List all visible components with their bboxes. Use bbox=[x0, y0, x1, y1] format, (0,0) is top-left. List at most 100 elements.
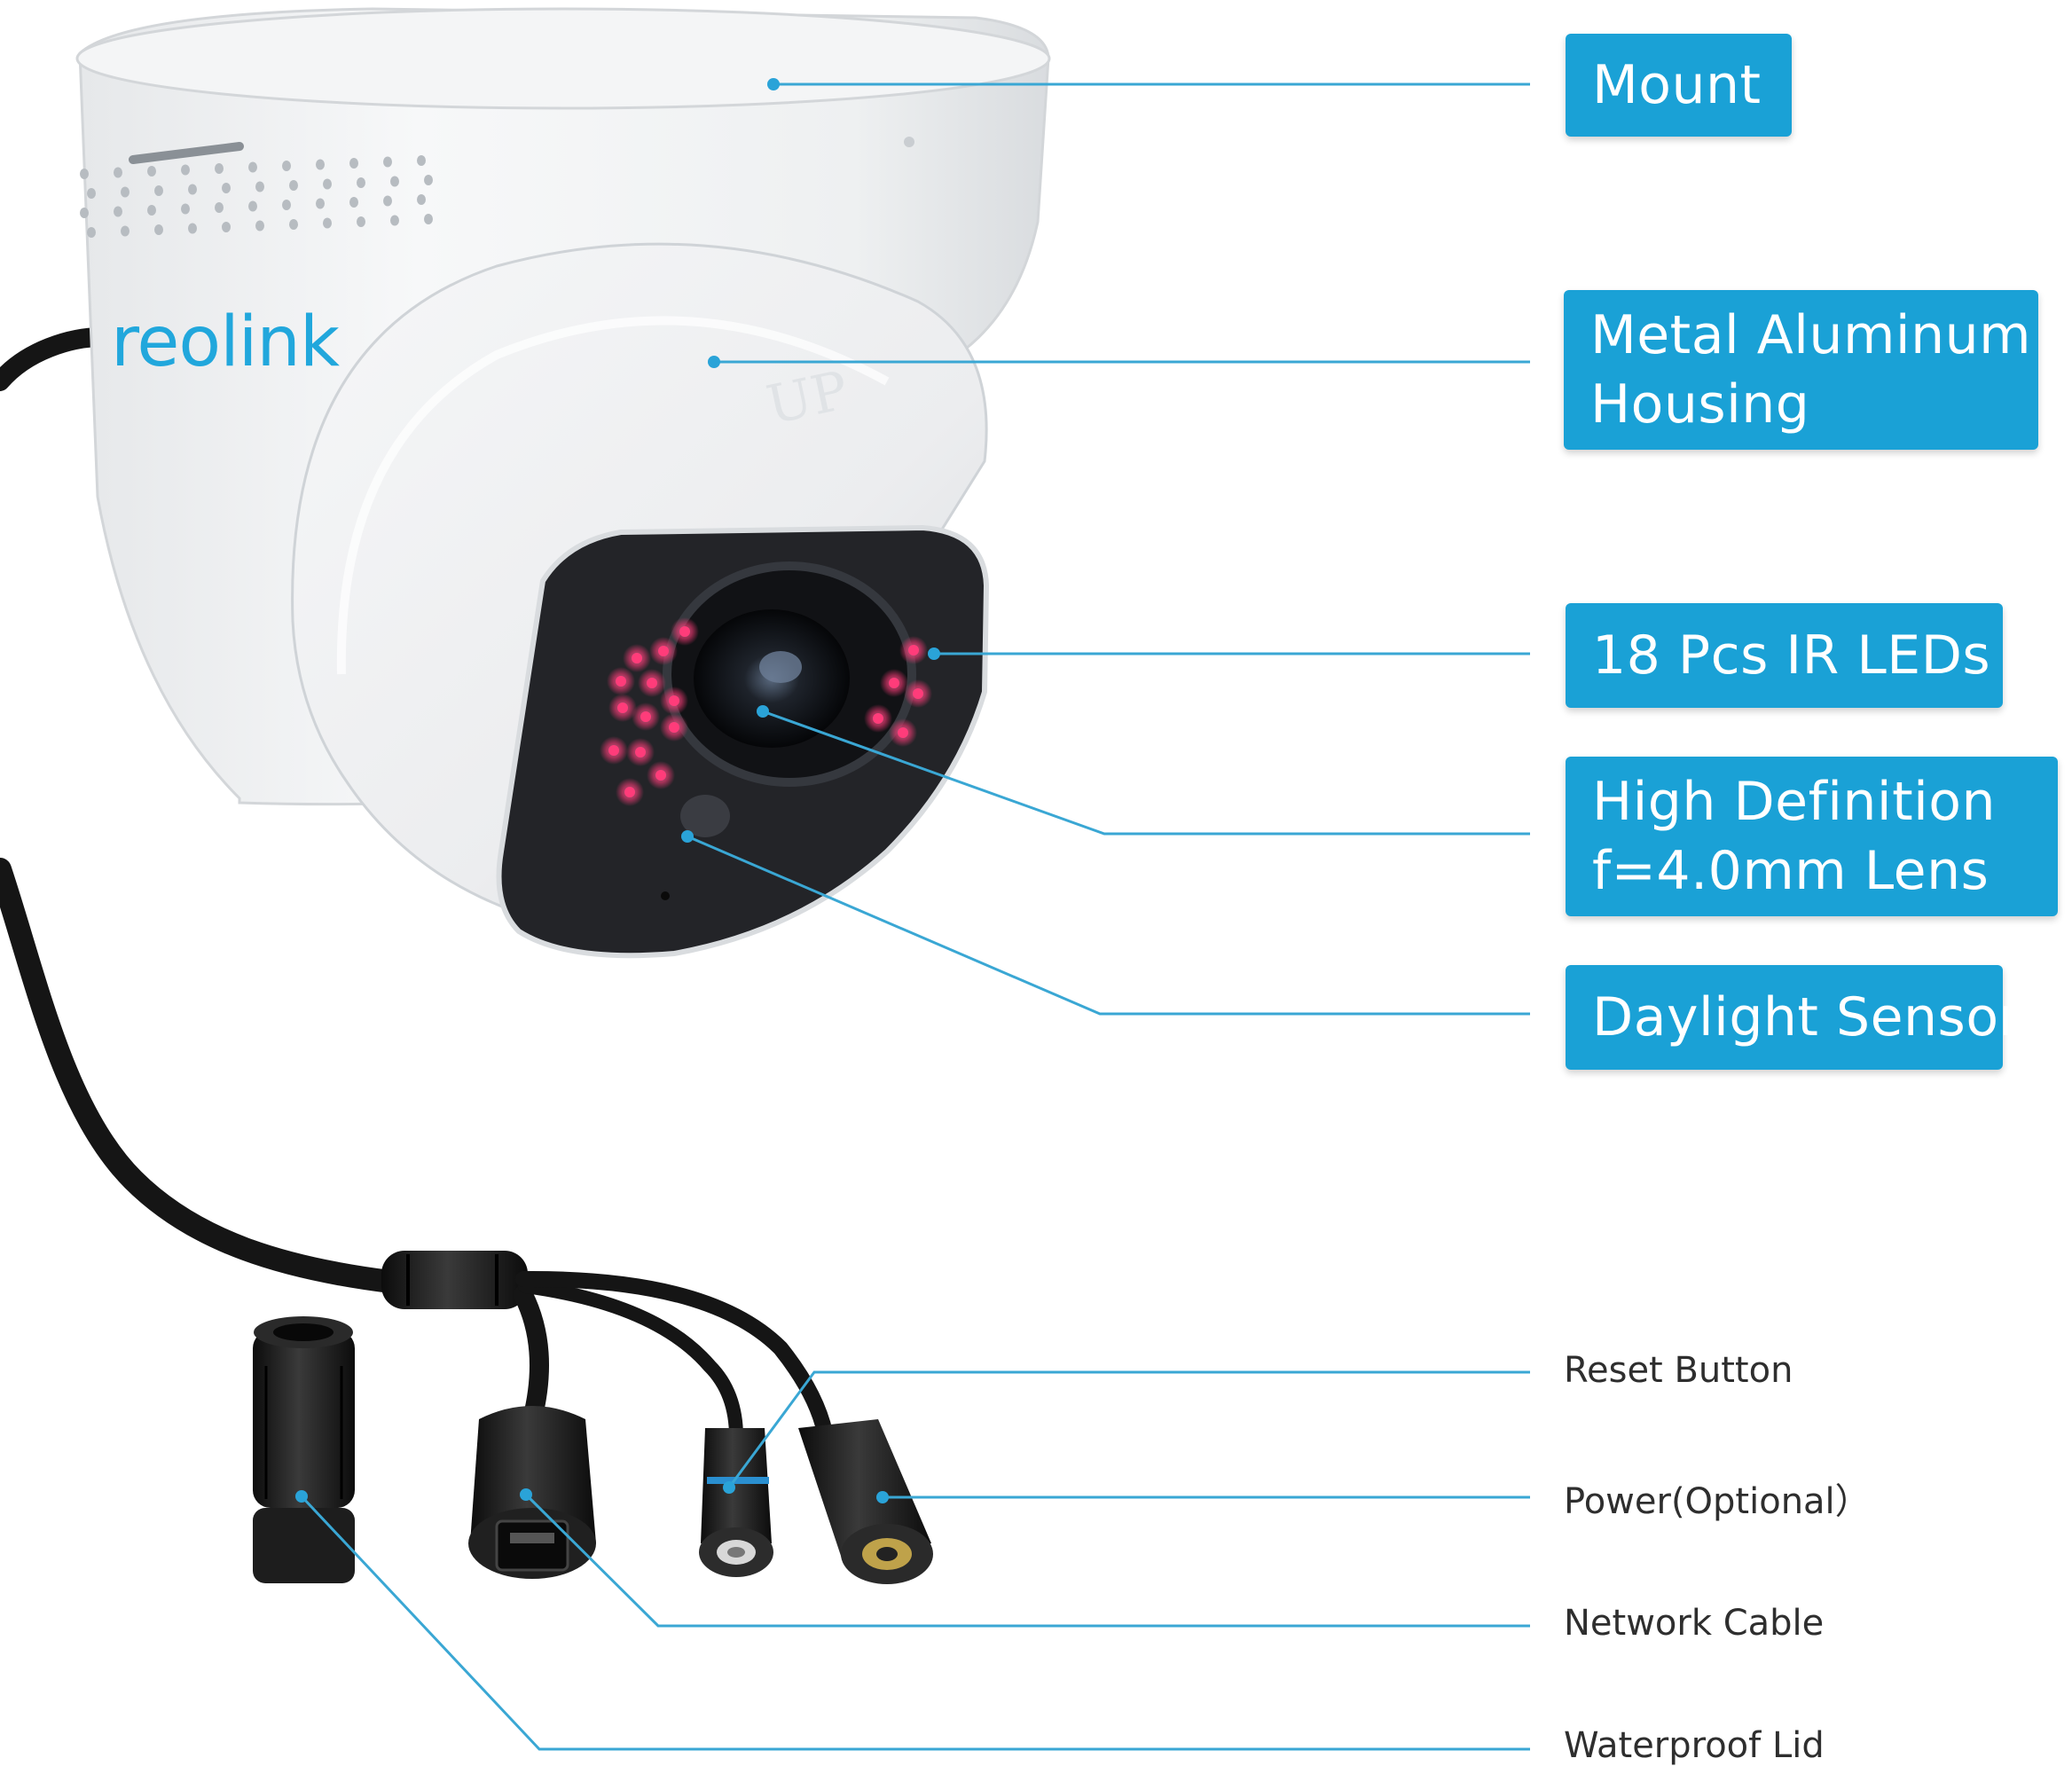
callout-daylight-sensor-text: Daylight Sensor bbox=[1592, 986, 2021, 1048]
ir-led bbox=[617, 703, 628, 713]
ir-led bbox=[635, 747, 646, 757]
vent-hole bbox=[87, 188, 96, 199]
ir-led bbox=[640, 711, 651, 722]
vent-hole bbox=[80, 208, 89, 218]
label-network-cable: Network Cable bbox=[1564, 1603, 1825, 1644]
label-reset-button: Reset Button bbox=[1564, 1350, 1793, 1391]
callout-lens: High Definition f=4.0mm Lens bbox=[1566, 757, 2058, 916]
vent-hole bbox=[282, 200, 291, 210]
vent-hole bbox=[316, 198, 325, 209]
callout-housing-line2: Housing bbox=[1590, 373, 1810, 436]
vent-hole bbox=[424, 214, 433, 224]
vent-hole bbox=[417, 155, 426, 166]
vent-hole bbox=[222, 183, 231, 193]
vent-hole bbox=[154, 224, 163, 235]
camera-faceplate bbox=[496, 524, 990, 959]
label-waterproof-lid: Waterproof Lid bbox=[1564, 1725, 1825, 1766]
vent-hole bbox=[316, 159, 325, 170]
vent-hole bbox=[121, 186, 130, 198]
leader-reset bbox=[727, 1370, 1530, 1488]
cable-branch-network bbox=[514, 1285, 549, 1429]
vent-hole bbox=[147, 205, 156, 216]
ir-led bbox=[632, 653, 642, 663]
leader-lines bbox=[300, 82, 1530, 1751]
ir-led bbox=[679, 626, 690, 637]
cable-splitter bbox=[381, 1251, 528, 1309]
cable-branch-power bbox=[515, 1270, 833, 1440]
network-connector bbox=[468, 1406, 596, 1579]
vent-hole bbox=[383, 195, 392, 207]
vent-hole bbox=[154, 185, 163, 196]
callout-daylight-sensor: Daylight Sensor bbox=[1566, 965, 2021, 1070]
ir-led bbox=[655, 770, 666, 781]
label-power: Power(Optional） bbox=[1564, 1481, 1871, 1522]
anchor-dots bbox=[295, 78, 940, 1503]
ir-led bbox=[658, 646, 669, 656]
ir-led bbox=[913, 688, 923, 699]
ir-led bbox=[647, 678, 657, 688]
callout-housing: Metal Aluminum Housing bbox=[1564, 290, 2038, 450]
ir-led bbox=[616, 676, 626, 687]
ir-led bbox=[669, 722, 679, 733]
ir-led bbox=[873, 713, 883, 724]
vent-hole bbox=[80, 169, 89, 179]
vent-hole bbox=[87, 227, 96, 238]
vent-hole bbox=[114, 167, 122, 178]
cable-to-logo bbox=[0, 327, 112, 391]
vent-hole bbox=[121, 225, 130, 237]
ir-led bbox=[889, 678, 899, 688]
callout-mount-text: Mount bbox=[1592, 54, 1762, 116]
vent-hole bbox=[222, 222, 231, 232]
vent-hole bbox=[357, 216, 365, 227]
vent-hole bbox=[181, 203, 190, 215]
vent-hole bbox=[188, 184, 197, 195]
callout-mount: Mount bbox=[1566, 34, 1792, 137]
vent-hole bbox=[390, 176, 399, 187]
vent-hole bbox=[181, 164, 190, 176]
main-cable bbox=[0, 858, 402, 1293]
callout-lens-line1: High Definition bbox=[1592, 771, 1997, 833]
vent-hole bbox=[248, 161, 257, 173]
vent-hole bbox=[215, 163, 224, 174]
vent-holes bbox=[80, 155, 433, 238]
vent-hole bbox=[255, 220, 264, 232]
vent-hole bbox=[323, 178, 332, 190]
waterproof-lid bbox=[253, 1316, 355, 1583]
vent-hole bbox=[349, 158, 358, 169]
vent-hole bbox=[215, 202, 224, 213]
ir-led bbox=[624, 787, 635, 797]
ir-led bbox=[669, 695, 679, 706]
vent-hole bbox=[188, 223, 197, 234]
vent-hole bbox=[323, 217, 332, 229]
vent-hole bbox=[255, 181, 264, 192]
ir-led bbox=[908, 645, 919, 655]
vent-hole bbox=[248, 200, 257, 212]
callout-ir-leds: 18 Pcs IR LEDs bbox=[1566, 603, 2003, 708]
vent-hole bbox=[357, 177, 365, 188]
vent-hole bbox=[383, 156, 392, 168]
leader-lens bbox=[762, 710, 1530, 836]
callout-housing-line1: Metal Aluminum bbox=[1590, 304, 2032, 366]
vent-hole bbox=[349, 197, 358, 208]
vent-hole bbox=[417, 194, 426, 205]
vent-hole bbox=[282, 161, 291, 171]
reolink-logo: reolink bbox=[111, 302, 340, 382]
vent-hole bbox=[390, 215, 399, 226]
vent-hole bbox=[424, 175, 433, 185]
vent-hole bbox=[114, 206, 122, 217]
vent-hole bbox=[289, 180, 298, 191]
leader-lid bbox=[300, 1495, 1530, 1751]
ir-led bbox=[898, 727, 908, 738]
vent-hole bbox=[289, 219, 298, 230]
ir-led bbox=[608, 745, 619, 756]
callout-ir-leds-text: 18 Pcs IR LEDs bbox=[1592, 624, 1991, 687]
reset-connector bbox=[699, 1428, 773, 1577]
callout-lens-line2: f=4.0mm Lens bbox=[1592, 840, 1990, 902]
ir-led-array bbox=[600, 617, 932, 806]
vent-hole bbox=[147, 166, 156, 177]
power-connector bbox=[798, 1419, 933, 1584]
cable-branch-reset bbox=[518, 1279, 743, 1444]
leader-network bbox=[524, 1493, 1530, 1628]
leader-sensor bbox=[687, 835, 1530, 1016]
